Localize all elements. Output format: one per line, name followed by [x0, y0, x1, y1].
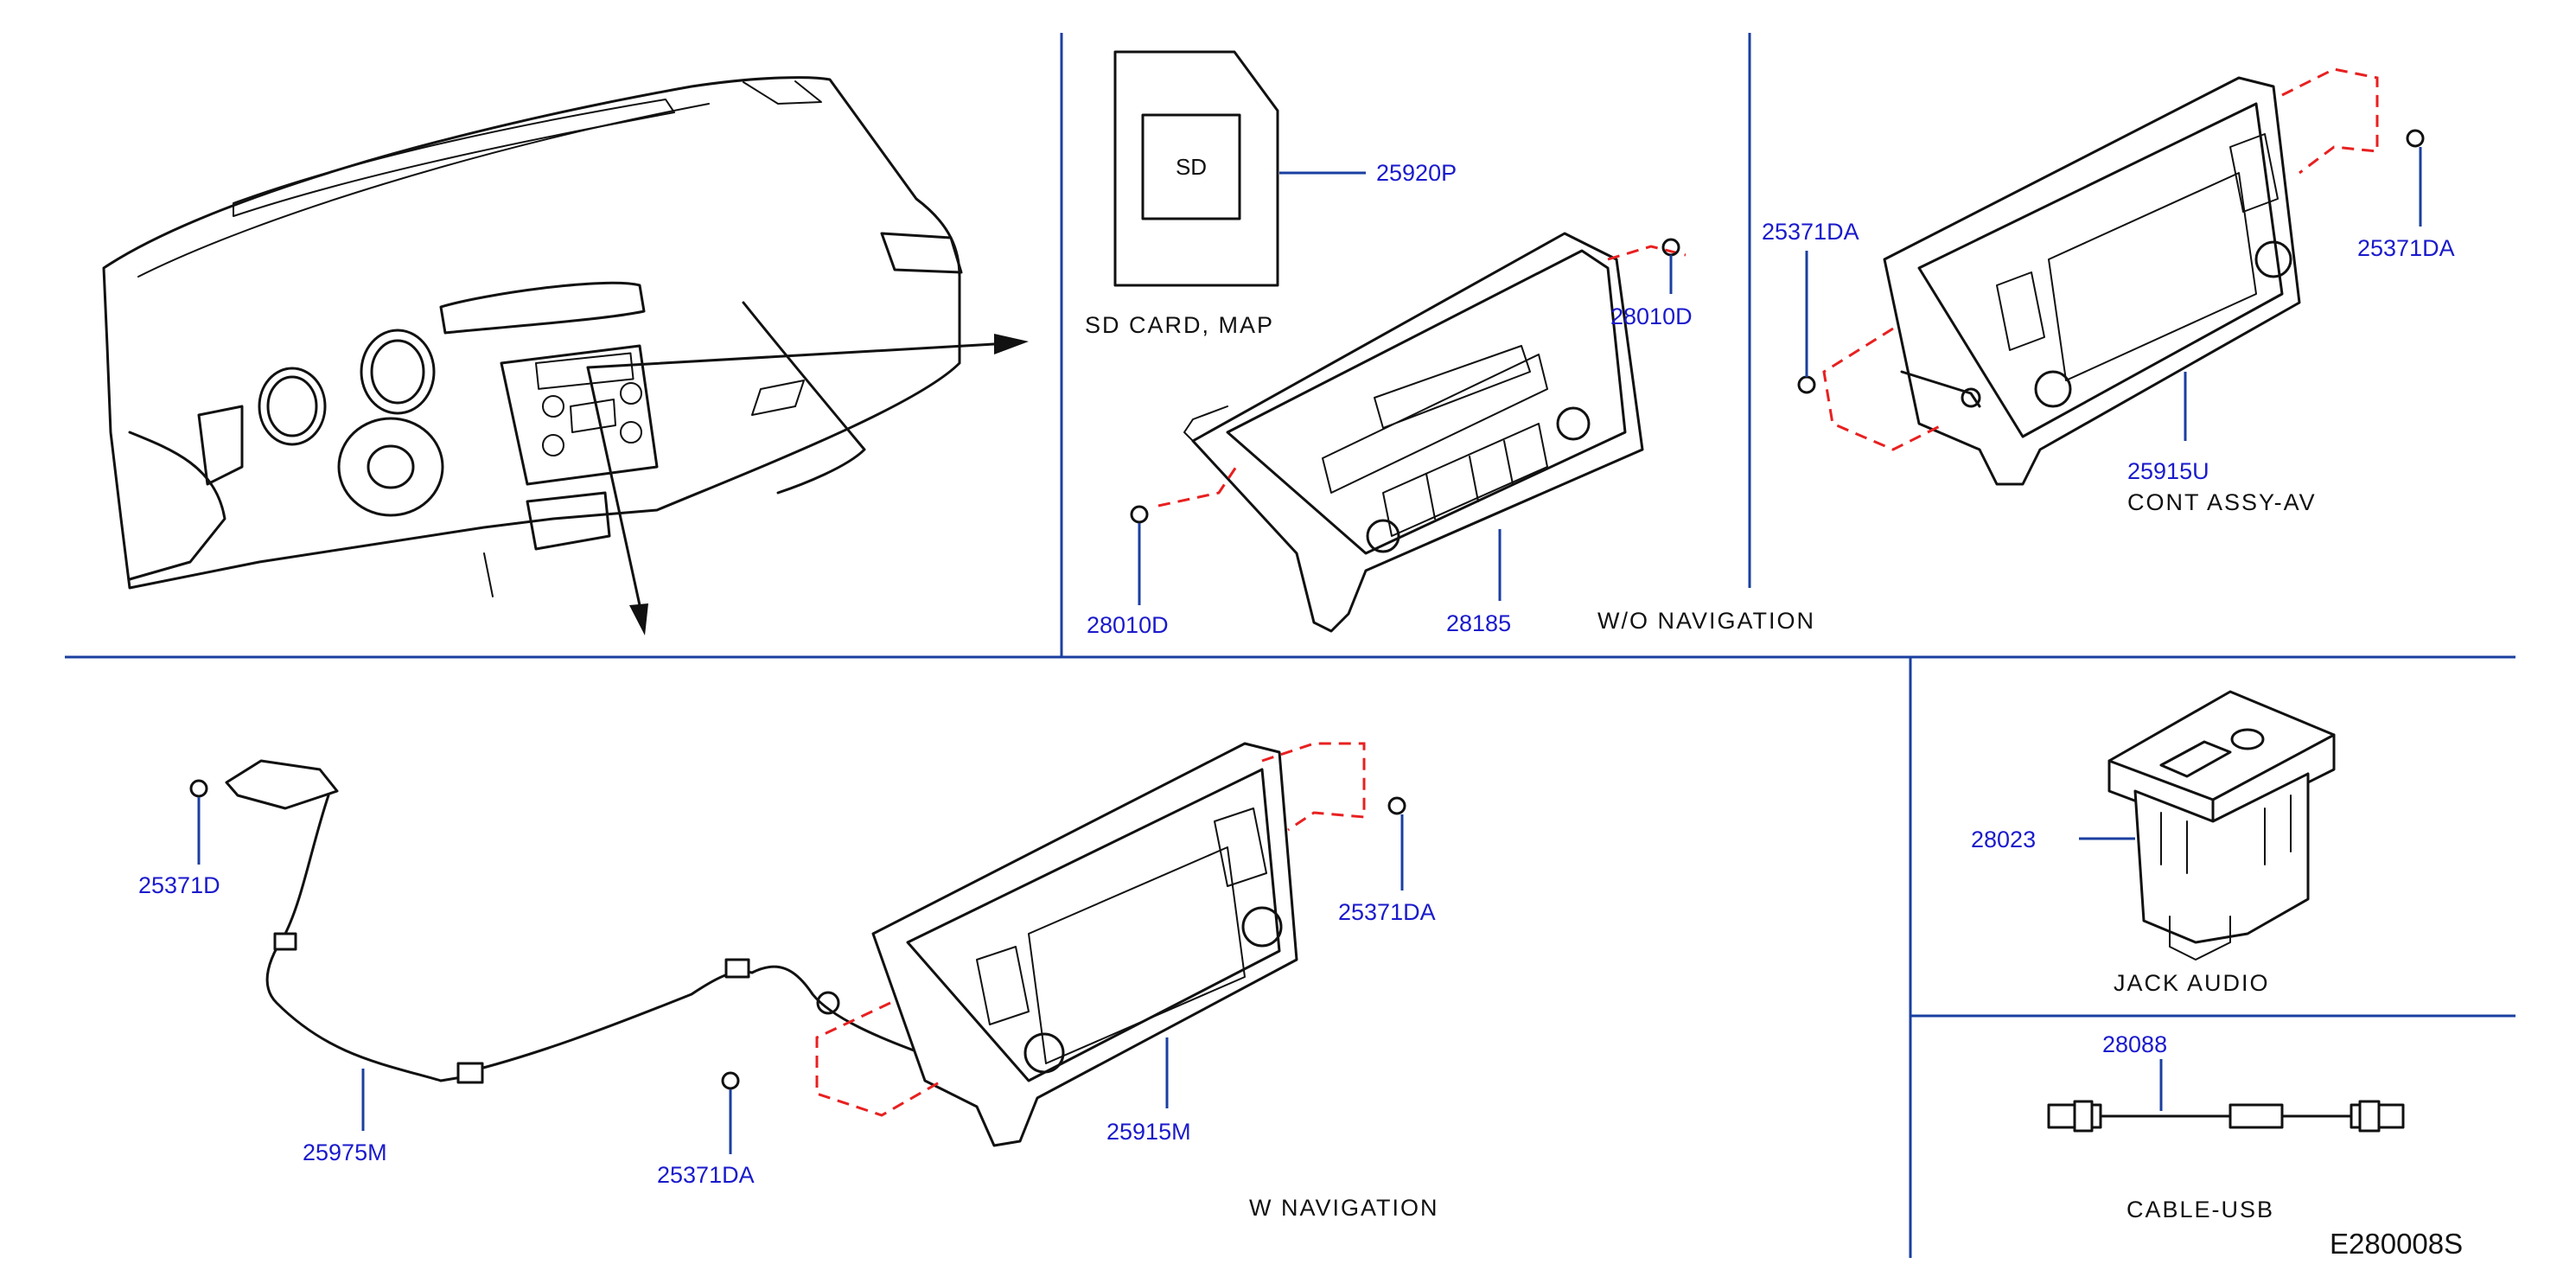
av-unit-top-dashed-bracket: [1822, 67, 2379, 451]
panel-dividers: [65, 33, 2515, 1258]
dashboard-overview-illustration: [102, 76, 1029, 635]
caption-sd-card-map: SD CARD, MAP: [1085, 312, 1274, 338]
clip-28010D-top: [1661, 238, 1680, 294]
cable-usb-illustration: [2047, 1059, 2405, 1133]
clip-28010D-bottom: [1130, 505, 1149, 605]
part-label-25371DA-lower: 25371DA: [657, 1162, 755, 1188]
part-label-25915U: 25915U: [2127, 458, 2209, 484]
radio-unit-without-navigation: [1183, 232, 1644, 633]
clip-25371DA-lower-right: [1387, 796, 1406, 890]
part-label-25920P: 25920P: [1376, 160, 1457, 186]
clip-25371D: [189, 779, 208, 865]
navigation-harness-25975M: [225, 759, 966, 1084]
clip-25371DA-top-left: [1797, 251, 1816, 394]
clip-25371DA-top-right: [2406, 129, 2425, 227]
nav-unit-dashed-bracket: [815, 742, 1366, 1117]
caption-jack-audio: JACK AUDIO: [2114, 970, 2270, 996]
part-label-25371D: 25371D: [138, 872, 220, 898]
part-label-28010D-bottom: 28010D: [1087, 612, 1169, 638]
part-label-28010D-top: 28010D: [1610, 303, 1693, 329]
jack-audio-illustration: [2079, 690, 2336, 961]
caption-cont-assy-av: CONT ASSY-AV: [2127, 489, 2317, 515]
caption-cable-usb: CABLE-USB: [2126, 1197, 2274, 1222]
part-label-25371DA-lower-right: 25371DA: [1338, 899, 1436, 925]
sd-card-illustration: SD: [1113, 50, 1366, 287]
av-unit-top-right: [1883, 76, 2301, 486]
part-label-28088: 28088: [2102, 1031, 2167, 1057]
navigation-unit-25915M: [871, 742, 1298, 1147]
part-label-28185: 28185: [1446, 610, 1511, 636]
wo-nav-dashed-bracket: [1157, 245, 1687, 507]
part-label-28023: 28023: [1971, 827, 2036, 852]
clip-25371DA-lower: [721, 1071, 740, 1154]
diagram-code: E280008S: [2330, 1228, 2463, 1260]
caption-w-navigation: W NAVIGATION: [1249, 1195, 1439, 1221]
sd-card-face-text: SD: [1176, 154, 1207, 180]
caption-wo-navigation: W/O NAVIGATION: [1597, 608, 1815, 634]
part-label-25371DA-top-left: 25371DA: [1762, 219, 1859, 245]
part-label-25371DA-top-right: 25371DA: [2357, 235, 2455, 261]
part-label-25975M: 25975M: [303, 1139, 387, 1165]
part-label-25915M: 25915M: [1106, 1119, 1191, 1145]
